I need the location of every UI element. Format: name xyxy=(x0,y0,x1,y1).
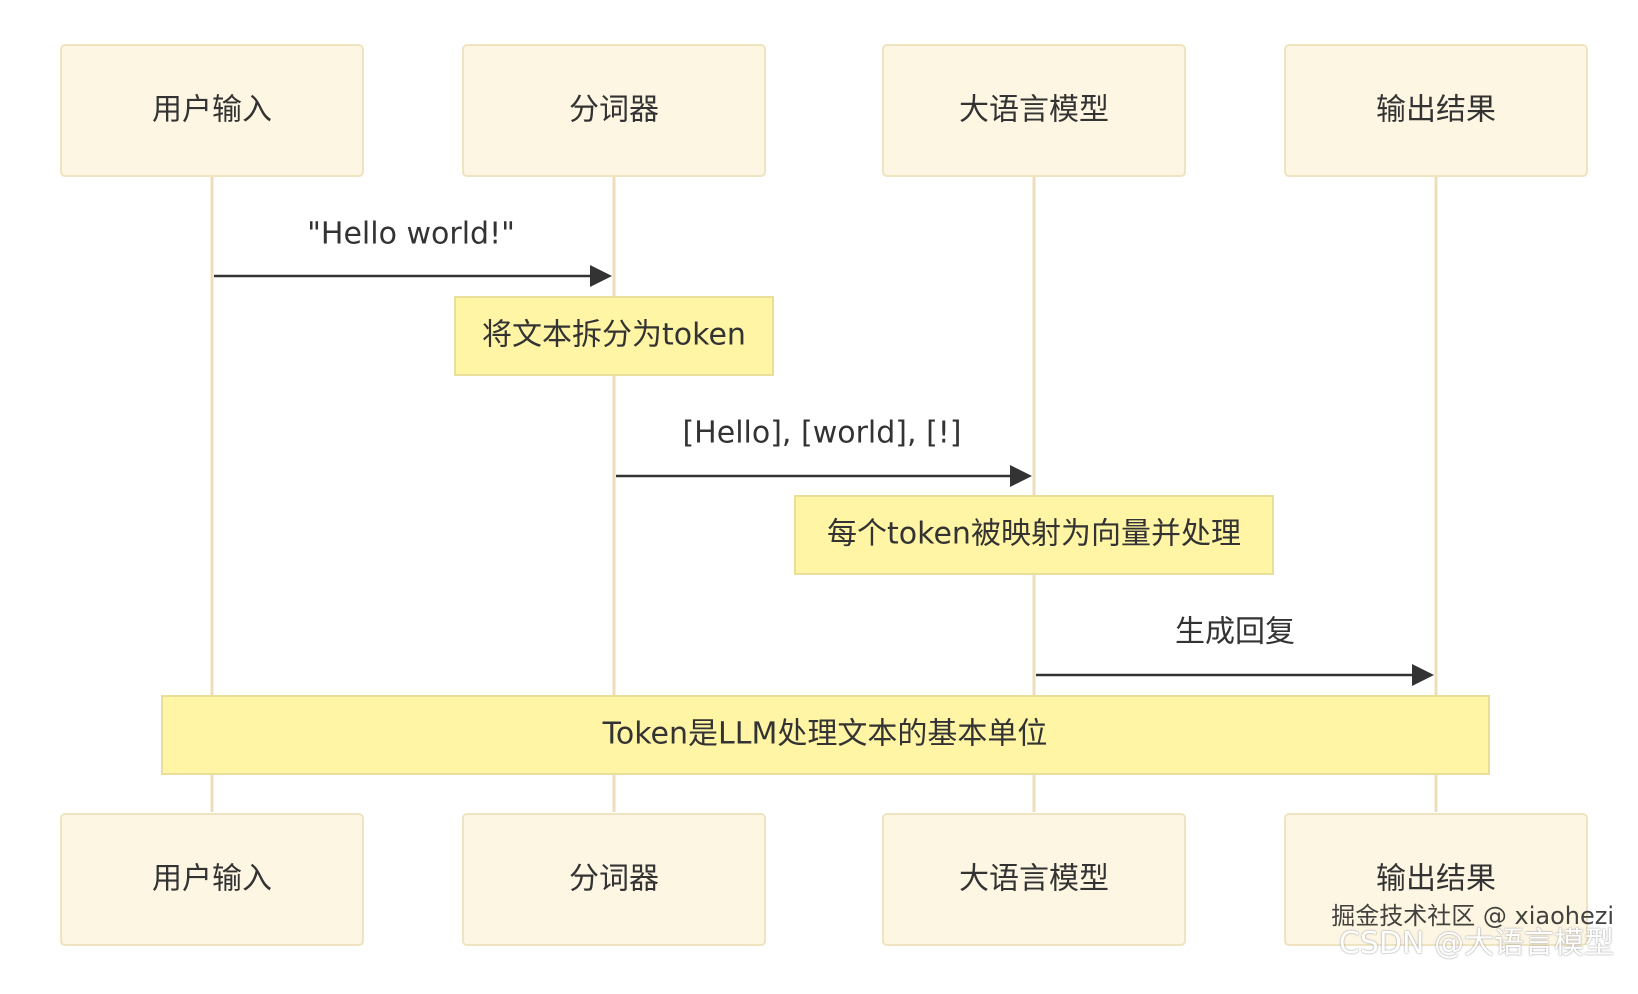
note-tokenize: 将文本拆分为token xyxy=(454,296,774,376)
actor-bottom-llm: 大语言模型 xyxy=(882,813,1186,946)
note-label: 每个token被映射为向量并处理 xyxy=(827,517,1241,552)
actor-label: 输出结果 xyxy=(1376,93,1496,128)
actor-label: 大语言模型 xyxy=(959,862,1109,897)
arrow-head-icon xyxy=(1412,664,1434,686)
message-tokenizer-to-llm: [Hello], [world], [!] xyxy=(616,416,1032,487)
actor-top-llm: 大语言模型 xyxy=(882,44,1186,177)
actor-label: 分词器 xyxy=(569,862,659,897)
actor-bottom-user-input: 用户输入 xyxy=(60,813,364,946)
message-label: [Hello], [world], [!] xyxy=(682,416,961,451)
note-vectorize: 每个token被映射为向量并处理 xyxy=(794,495,1274,575)
actor-label: 大语言模型 xyxy=(959,93,1109,128)
note-label: 将文本拆分为token xyxy=(482,318,746,353)
actor-bottom-tokenizer: 分词器 xyxy=(462,813,766,946)
message-user-to-tokenizer: "Hello world!" xyxy=(214,217,612,287)
note-token-definition: Token是LLM处理文本的基本单位 xyxy=(161,695,1490,775)
watermark-csdn: CSDN @大语言模型 xyxy=(1338,926,1614,961)
actor-label: 用户输入 xyxy=(152,93,272,128)
actor-top-output: 输出结果 xyxy=(1284,44,1588,177)
arrow-head-icon xyxy=(590,265,612,287)
watermark-juejin: 掘金技术社区 @ xiaohezi xyxy=(1331,902,1614,930)
message-label: 生成回复 xyxy=(1175,615,1295,650)
actor-top-user-input: 用户输入 xyxy=(60,44,364,177)
actor-top-tokenizer: 分词器 xyxy=(462,44,766,177)
actor-label: 用户输入 xyxy=(152,862,272,897)
actor-bottom-output: 输出结果 xyxy=(1284,813,1588,946)
arrow-head-icon xyxy=(1010,465,1032,487)
message-llm-to-output: 生成回复 xyxy=(1036,615,1434,686)
note-label: Token是LLM处理文本的基本单位 xyxy=(602,717,1048,752)
actor-label: 分词器 xyxy=(569,93,659,128)
actor-label: 输出结果 xyxy=(1376,862,1496,897)
message-label: "Hello world!" xyxy=(307,217,515,252)
